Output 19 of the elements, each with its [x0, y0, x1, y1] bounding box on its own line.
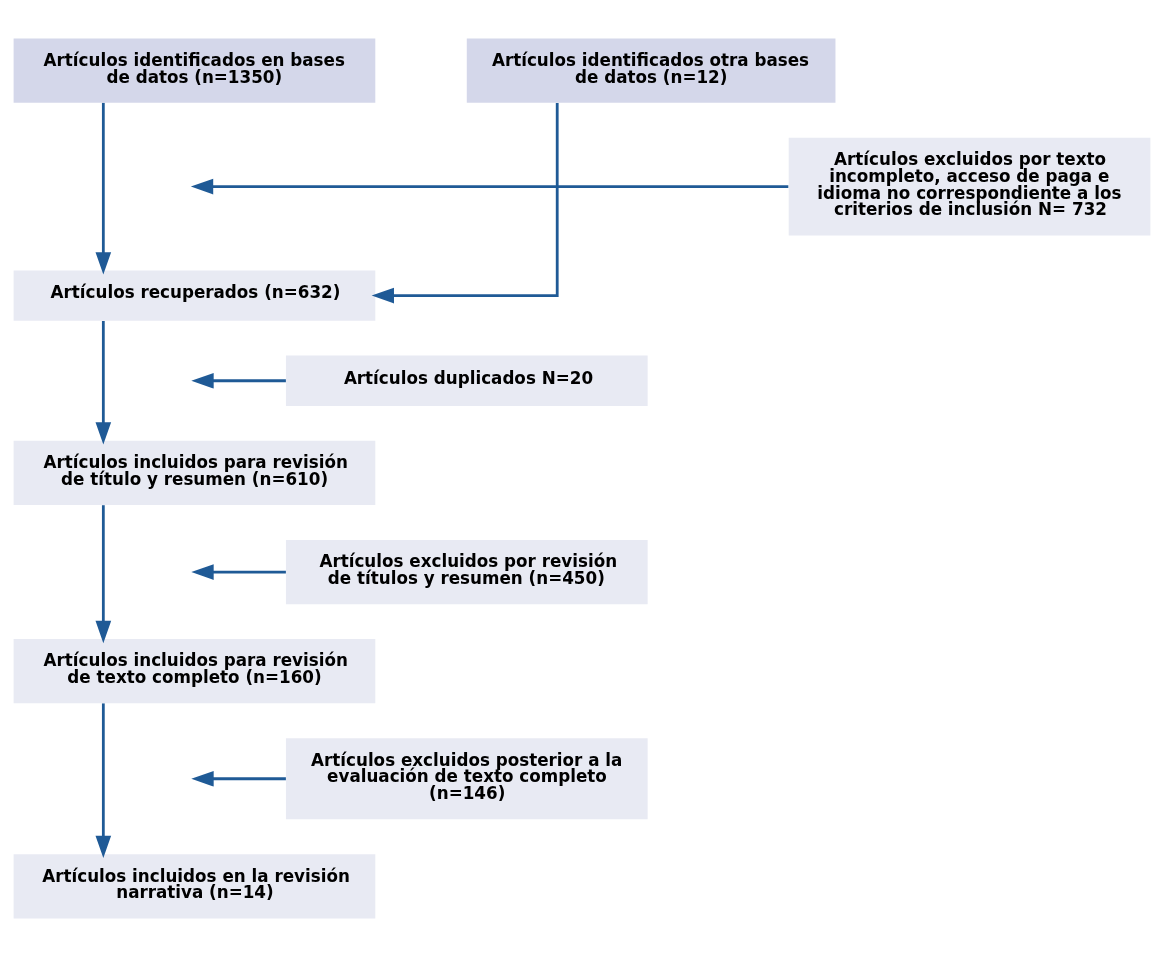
arrow	[95, 320, 112, 445]
node-box: Artículos excluidos por texto incompleto, acceso de paga e idioma no correspondiente a los criterios de inclusión N= 732	[788, 137, 1151, 235]
arrow	[95, 504, 112, 643]
arrow	[95, 702, 112, 858]
arrow	[95, 102, 112, 275]
node-box: Artículos incluidos para revisión de texto completo (n=160)	[13, 638, 376, 703]
arrow	[190, 178, 789, 194]
node-box: Artículos excluidos por revisión de títulos y resumen (n=450)	[285, 539, 648, 604]
node-box: Artículos incluidos en la revisión narrativa (n=14)	[13, 853, 376, 918]
node-box: Artículos excluidos posterior a la evaluación de texto completo (n=146)	[285, 737, 648, 819]
node-box: Artículos identificados otra bases de datos (n=12)	[466, 38, 836, 103]
node-box: Artículos identificados en bases de datos (n=1350)	[13, 38, 376, 103]
arrow	[191, 770, 286, 787]
arrow	[191, 372, 286, 389]
arrow	[371, 102, 559, 303]
node-box: Artículos recuperados (n=632)	[13, 269, 376, 321]
arrow	[191, 563, 286, 580]
node-box: Artículos duplicados N=20	[285, 355, 648, 406]
node-box: Artículos incluidos para revisión de título y resumen (n=610)	[13, 440, 376, 505]
